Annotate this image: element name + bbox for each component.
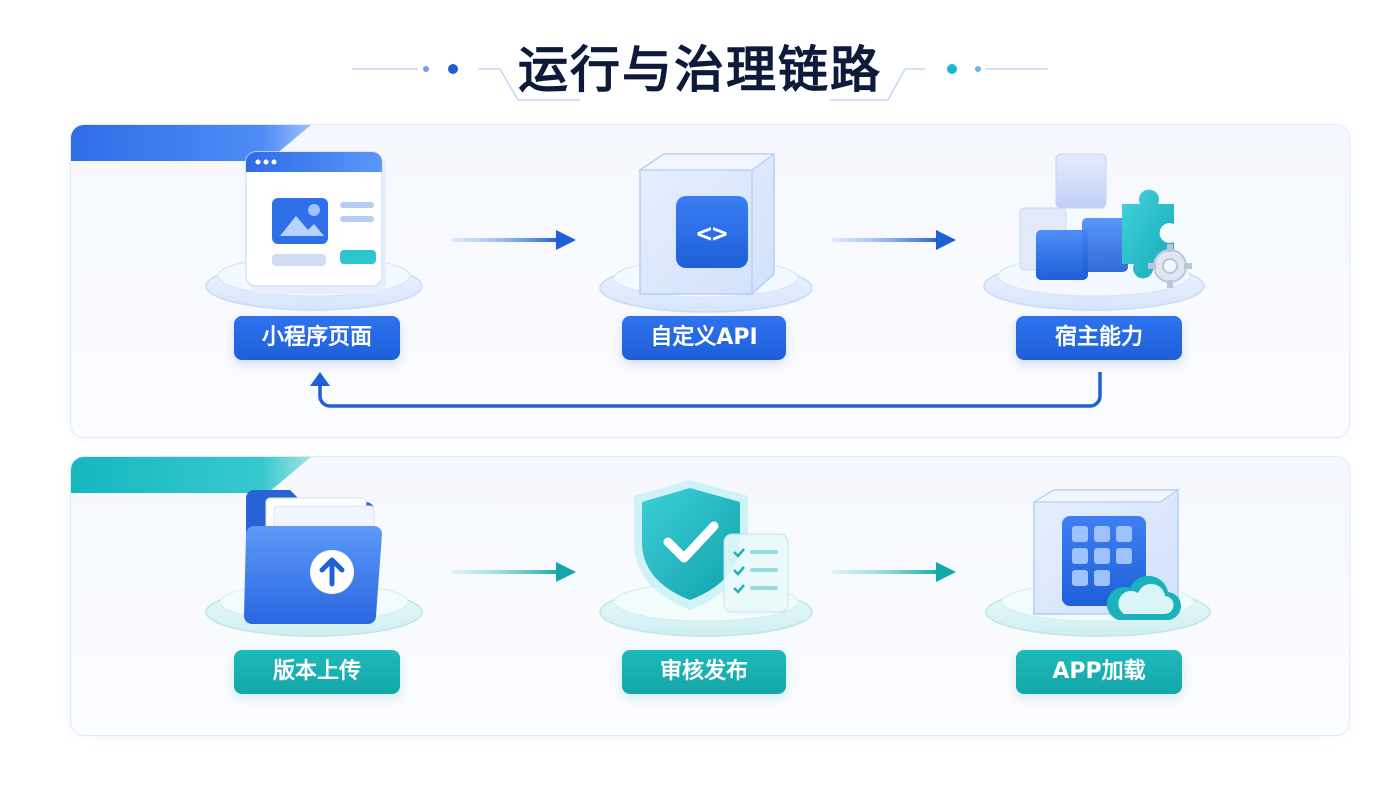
- svg-text:<>: <>: [696, 219, 727, 249]
- app-grid-cloud-icon: [985, 489, 1211, 637]
- webpage-window-icon: [205, 151, 423, 311]
- step-label-host-capability: 宿主能力: [1016, 316, 1182, 360]
- step-label-mini-program-page: 小程序页面: [234, 316, 400, 360]
- code-cube-icon: <>: [599, 153, 813, 313]
- flow-arrow-icon: [452, 562, 576, 582]
- folder-upload-icon: [205, 490, 423, 637]
- flow-arrow-icon: [832, 230, 956, 250]
- step-label-review-publish: 审核发布: [622, 650, 786, 694]
- loop-back-arrow-icon: [310, 372, 1102, 408]
- step-label-app-load: APP加载: [1016, 650, 1182, 694]
- panel-tab-accent: [71, 457, 311, 493]
- blocks-puzzle-gear-icon: [983, 153, 1205, 311]
- page-title: 运行与治理链路: [518, 41, 882, 99]
- flow-arrow-icon: [832, 562, 956, 582]
- flow-arrow-icon: [452, 230, 576, 250]
- step-label-custom-api: 自定义API: [622, 316, 786, 360]
- step-label-version-upload: 版本上传: [234, 650, 400, 694]
- title-decoration-left: [352, 64, 1048, 101]
- shield-check-icon: [599, 480, 813, 637]
